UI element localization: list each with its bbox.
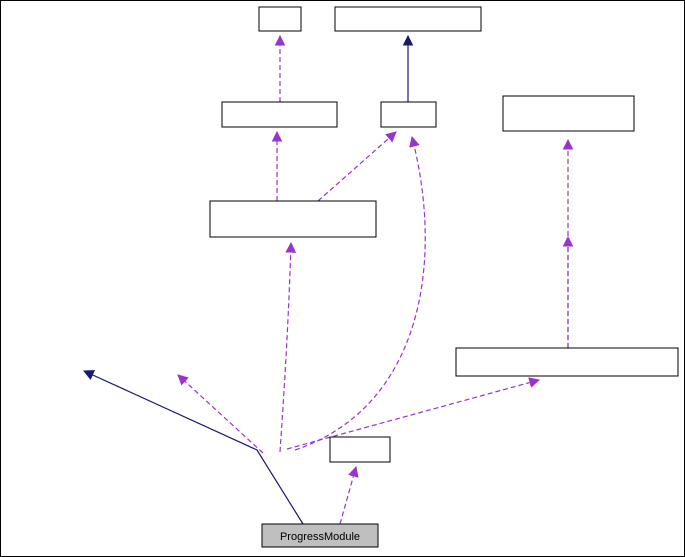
class-node-top-wide[interactable] — [334, 6, 482, 32]
main-class-node-label: ProgressModule — [280, 531, 360, 543]
class-node-right-long[interactable] — [455, 347, 679, 377]
edge-usage-progressmodule-to-bottomsmall — [339, 465, 359, 525]
class-node-mid-center[interactable] — [380, 101, 437, 128]
edge-usage-junction-upperleft — [177, 374, 264, 454]
class-node-top-small[interactable] — [258, 6, 302, 32]
edge-usage-junction-to-rightlong — [286, 377, 541, 450]
class-node-mid-left[interactable] — [221, 101, 338, 128]
main-class-node-box — [261, 523, 379, 548]
class-node-bottom-small[interactable] — [329, 436, 391, 463]
class-node-center-large[interactable] — [209, 200, 377, 238]
edge-inheritance-progressmodule-upperleft — [83, 370, 304, 525]
edge-usage-junction-to-midcenter-curve — [294, 135, 426, 451]
edge-usage-junction-to-centerlarge — [279, 241, 297, 453]
main-class-node: ProgressModule — [261, 523, 379, 548]
class-node-mid-right[interactable] — [502, 95, 635, 132]
edge-usage-centerlarge-to-midcenter — [317, 131, 397, 202]
